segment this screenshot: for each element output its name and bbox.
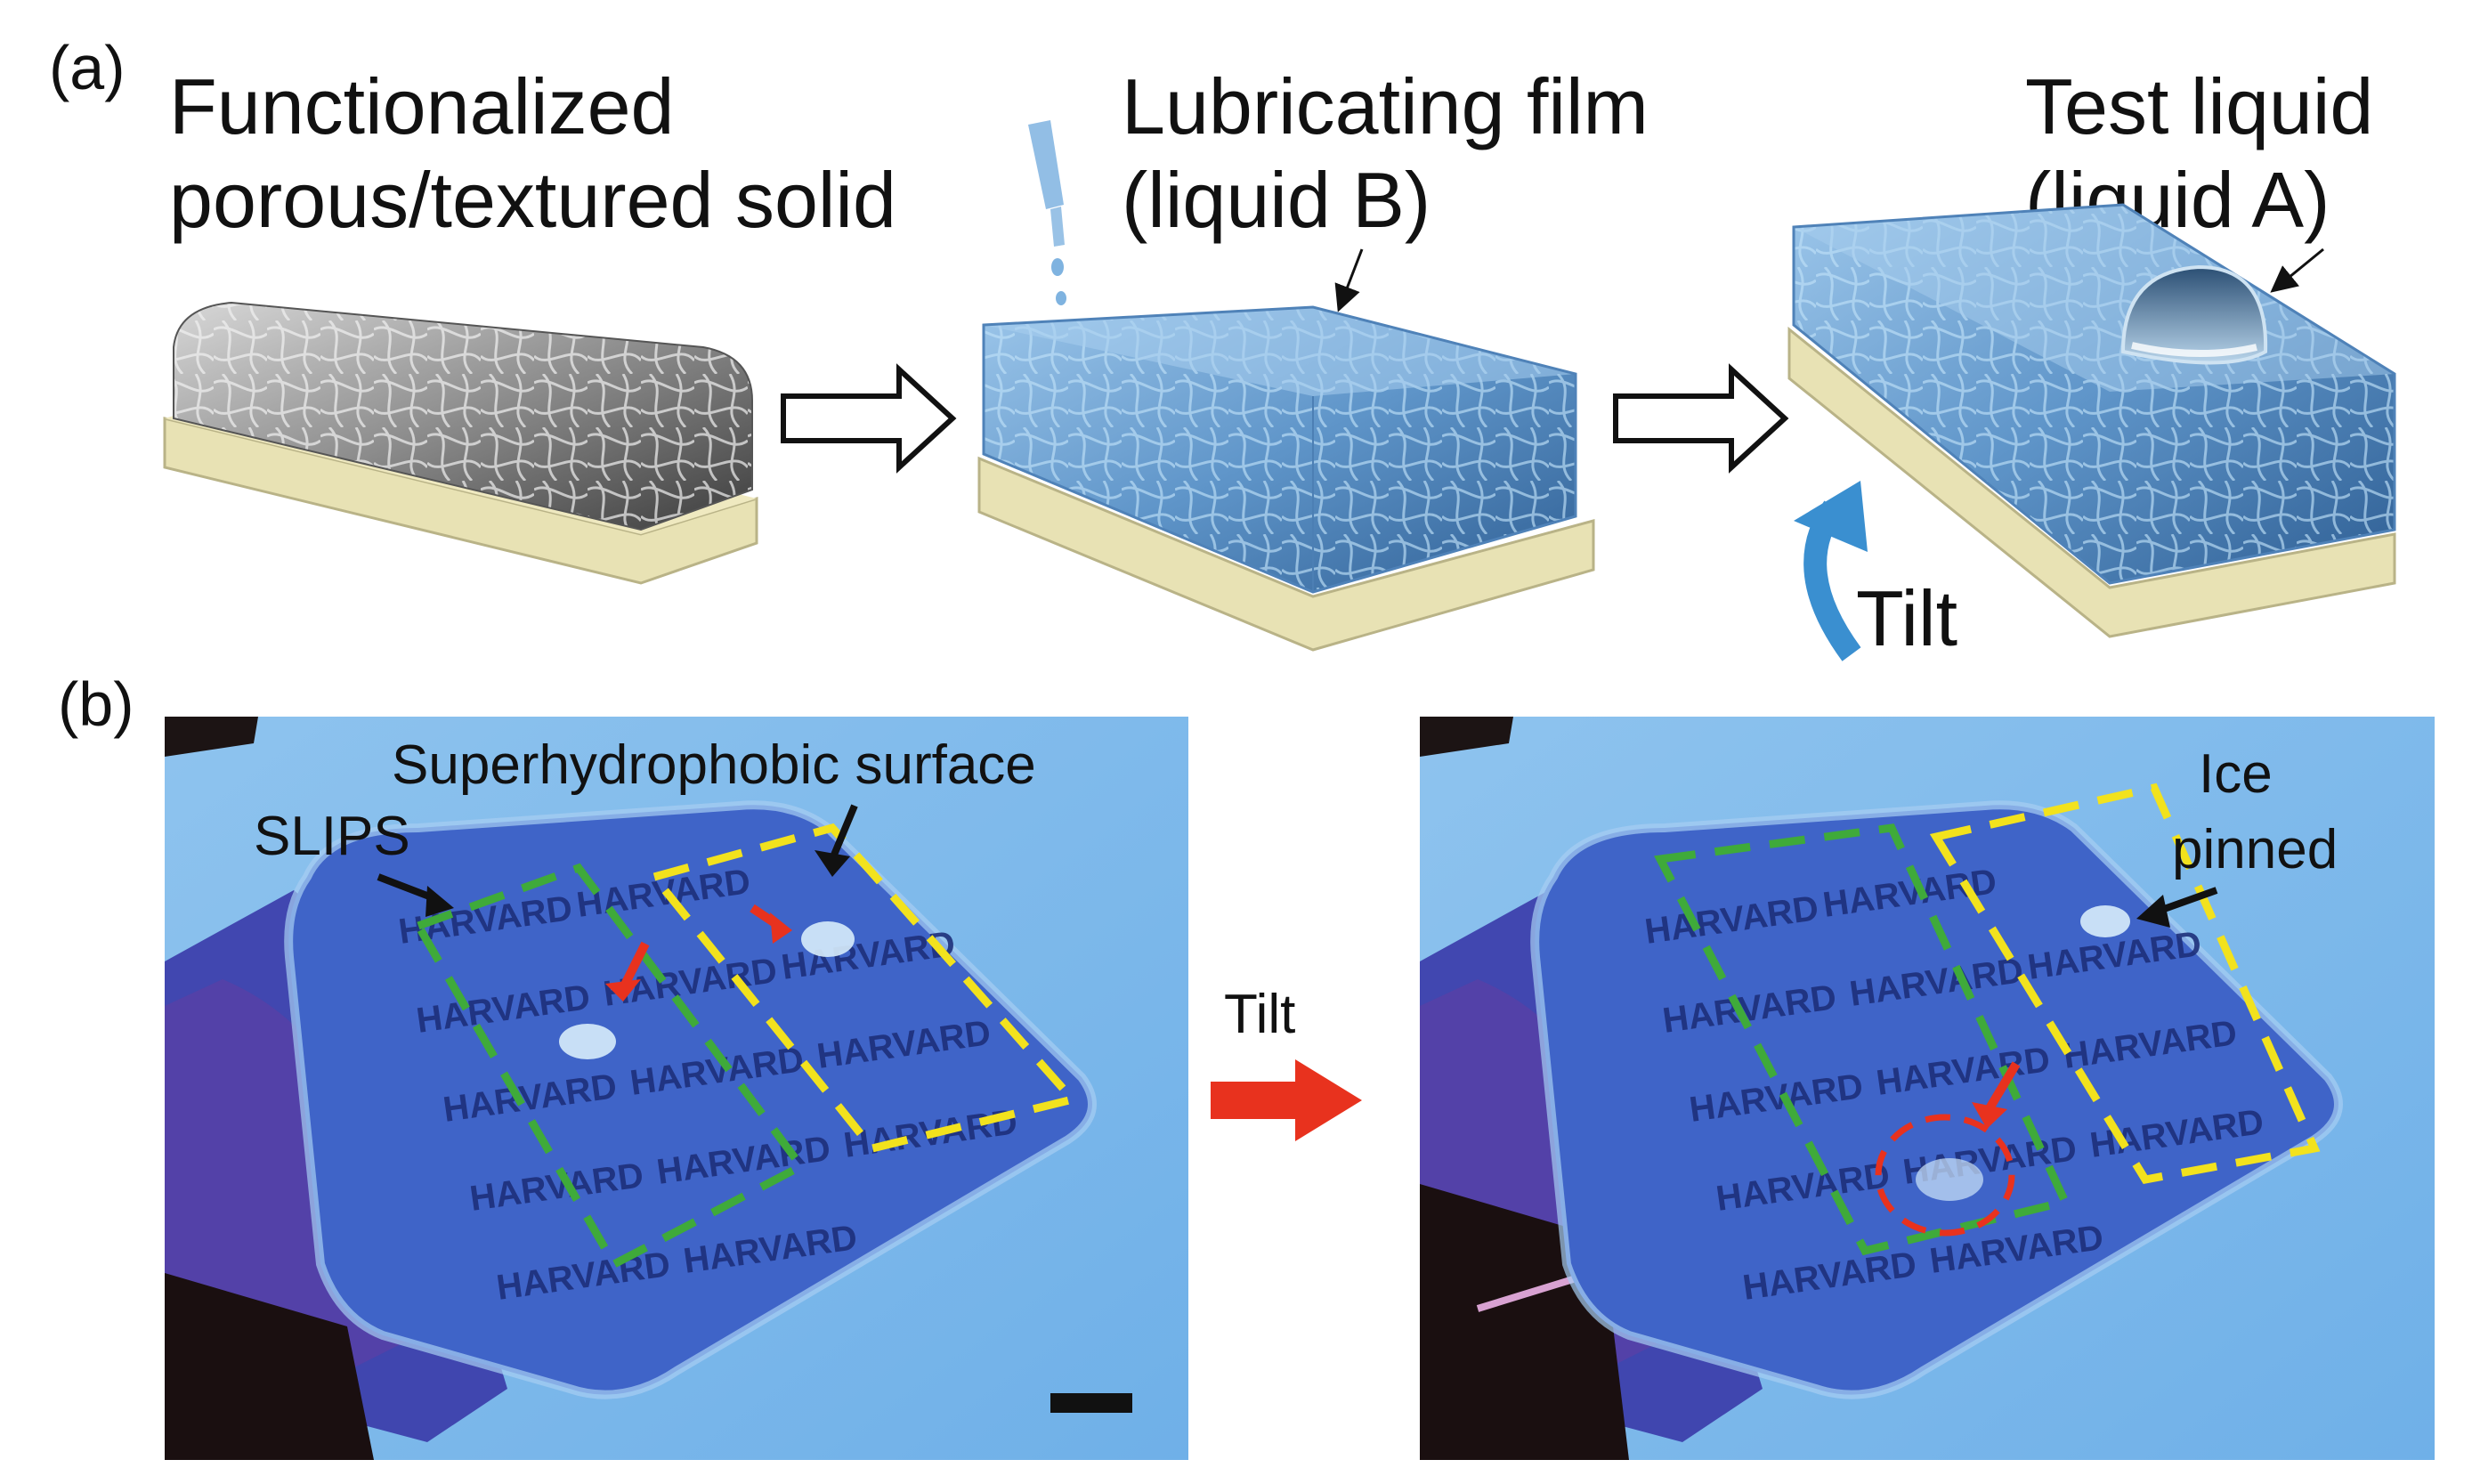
slips-pointer	[377, 873, 438, 903]
tilt-curved-arrow	[1794, 481, 1868, 661]
center-red-arrow	[1211, 1059, 1362, 1141]
slips-region-box	[412, 863, 807, 1269]
process-arrow-2	[1613, 363, 1789, 474]
center-tilt-label: Tilt	[1224, 984, 1295, 1045]
test-liquid-droplet	[2120, 264, 2268, 365]
left-tile	[288, 805, 1093, 1395]
process-arrow-1	[781, 363, 957, 474]
panel-b: (b) HARVARD HARVARD HARVARD HARVARD HARV…	[58, 669, 2435, 1460]
ice-pinned-label-line1: Ice	[2199, 743, 2273, 805]
panel-a: (a) Functionalized porous/textured solid…	[49, 33, 2396, 662]
scale-bar	[1050, 1393, 1132, 1413]
superhydrophobic-pointer	[829, 804, 858, 861]
superhydrophobic-region-box	[647, 823, 1081, 1154]
step2-label-line1: Lubricating film	[1122, 62, 1649, 150]
slid-droplet-circle	[1875, 1114, 2015, 1237]
droplet-pointer-arrow	[2270, 247, 2324, 293]
lubricant-pour-stream	[1028, 120, 1066, 305]
left-red-arrow-1	[619, 941, 650, 991]
step1-label-line2: porous/textured solid	[169, 156, 896, 244]
right-red-arrow	[1985, 1061, 2021, 1111]
porous-solid-block	[163, 301, 758, 585]
left-droplet-superhydrophobic	[801, 921, 855, 957]
left-photo: HARVARD HARVARD HARVARD HARVARD HARVARD …	[165, 717, 1188, 1460]
ice-pinned-label-line2: pinned	[2172, 819, 2338, 880]
panel-b-letter: (b)	[58, 669, 134, 739]
tilted-block	[1787, 203, 2396, 638]
step3-label-line1: Test liquid	[2025, 62, 2373, 150]
tilt-label: Tilt	[1856, 574, 1957, 662]
panel-a-letter: (a)	[49, 33, 126, 102]
film-pointer-arrow	[1334, 248, 1364, 312]
right-slips-region-box	[1654, 823, 2071, 1256]
step2-label-line2: (liquid B)	[1122, 156, 1431, 244]
pinned-ice-droplet	[2080, 905, 2130, 937]
step1-label-line1: Functionalized	[169, 62, 674, 150]
slid-droplet	[1916, 1158, 1983, 1201]
lubricated-block	[977, 305, 1595, 652]
superhydrophobic-label: Superhydrophobic surface	[392, 734, 1036, 796]
right-tile	[1535, 805, 2338, 1395]
right-superhydrophobic-region-box	[1929, 783, 2321, 1184]
left-droplet-slips	[559, 1024, 616, 1059]
right-photo: HARVARD HARVARD HARVARD HARVARD HARVARD …	[1420, 717, 2435, 1460]
slips-label: SLIPS	[254, 806, 410, 867]
